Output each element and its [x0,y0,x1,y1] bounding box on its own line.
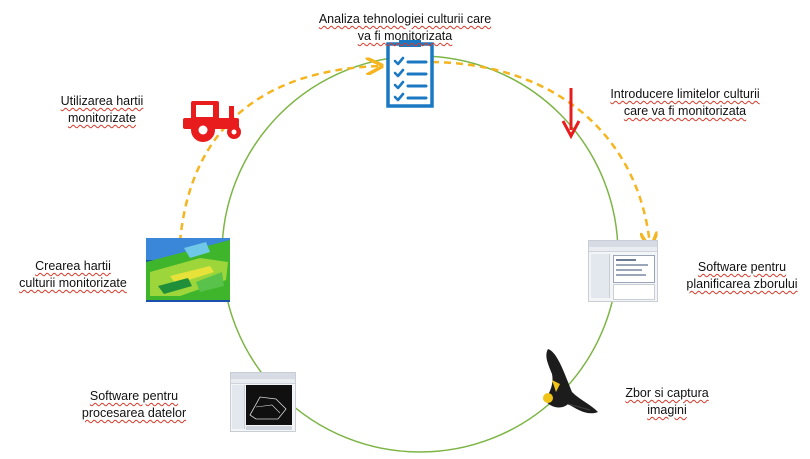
down-arrow-icon [561,88,581,140]
map-usage-label: Utilizarea hartii monitorizate [50,93,154,127]
map-usage-label-line1: Utilizarea hartii [60,94,144,108]
map-creation-label-line1: Crearea hartii [35,259,111,273]
map-usage-label-line2: monitorizate [67,111,137,125]
flight-planning-software-screenshot [588,240,658,302]
map-creation-label: Crearea hartii culturii monitorizate [6,258,140,292]
analysis-label-line2: va fi monitorizata [357,29,453,43]
processing-label: Software pentru procesarea datelor [62,388,206,422]
flight-capture-label: Zbor si captura imagini [612,385,722,419]
map-creation-label-line2: culturii monitorizate [19,276,127,290]
analysis-label-line1: Analiza tehnologiei culturii care [318,12,492,26]
dashed-arrow-to-flight-planning [431,60,650,246]
flight-planning-label-line2: planificarea zborului [686,277,798,291]
limits-label-line1: Introducere limitelor culturii [610,87,760,101]
flight-planning-label-line1: Software pentru [697,260,787,274]
limits-label-line2: care va fi monitorizata [623,104,747,118]
crop-map-image [146,238,230,302]
drone-icon [543,349,598,414]
checklist-icon [386,40,434,108]
tractor-icon [183,101,241,142]
processing-label-line2: procesarea datelor [81,406,187,420]
dashed-arrow-to-analysis [178,66,380,243]
flight-planning-label: Software pentru planificarea zborului [676,259,808,293]
processing-label-line1: Software pentru [89,389,179,403]
flight-capture-label-line1: Zbor si captura [625,386,709,400]
processing-software-screenshot [230,372,296,432]
flight-capture-label-line2: imagini [647,403,687,417]
limits-label: Introducere limitelor culturii care va f… [590,86,780,120]
analysis-label: Analiza tehnologiei culturii care va fi … [298,11,512,45]
